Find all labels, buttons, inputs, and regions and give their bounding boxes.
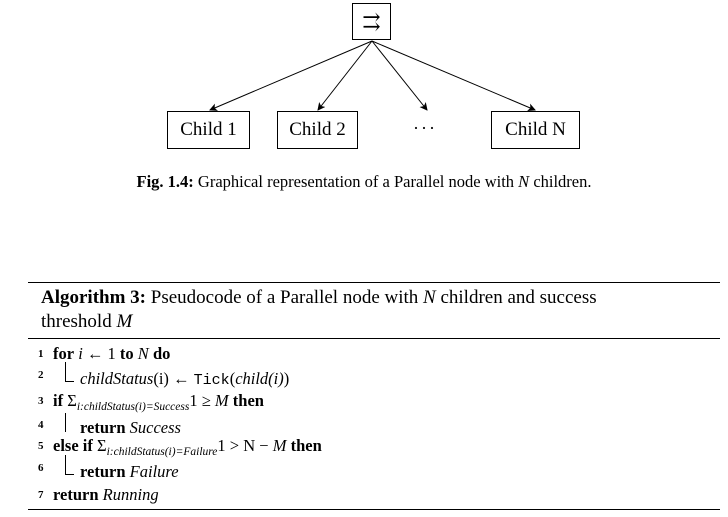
condition-text: 1 > N − xyxy=(217,436,273,455)
edge-child-2 xyxy=(317,40,373,111)
child-node-1: Child 1 xyxy=(167,111,250,149)
paren-open: ( xyxy=(229,369,236,388)
caption-text-after: children. xyxy=(529,172,592,191)
algorithm-line-3: 3 if Σi:childStatus(i)=Success1 ≥ M then xyxy=(28,390,720,414)
algorithm-label: Algorithm 3: xyxy=(41,287,147,308)
keyword-then: then xyxy=(290,436,322,455)
ellipsis: ··· xyxy=(413,118,437,138)
algorithm-title-var-m: M xyxy=(116,311,133,332)
algorithm-line-5: 5 else if Σi:childStatus(i)=Failure1 > N… xyxy=(28,435,720,458)
figure-caption: Fig. 1.4: Graphical representation of a … xyxy=(0,172,728,192)
tick-function: Tick xyxy=(193,372,230,389)
child-node-n: Child N xyxy=(491,111,580,149)
keyword-do: do xyxy=(152,344,171,363)
keyword-return: return xyxy=(80,418,126,437)
line-number: 5 xyxy=(38,440,44,452)
keyword-else-if: else if xyxy=(53,436,93,455)
return-running: Running xyxy=(102,485,159,504)
child-node-2-label: Child 2 xyxy=(289,119,346,140)
keyword-return: return xyxy=(80,462,126,481)
parallel-symbol: ⇉ xyxy=(362,8,381,34)
caption-label: Fig. 1.4: xyxy=(136,172,194,191)
algorithm-title-var-n: N xyxy=(423,287,436,308)
return-success: Success xyxy=(129,418,181,437)
keyword-for: for xyxy=(53,344,75,363)
algorithm-line-1: 1 for i ← 1 to N do xyxy=(28,343,720,364)
child-node-n-label: Child N xyxy=(505,119,566,140)
assign-op: (i) ← xyxy=(153,369,194,388)
sum-symbol: Σ xyxy=(96,436,107,455)
line-number: 1 xyxy=(38,348,44,360)
keyword-if: if xyxy=(53,391,64,410)
var-child-i: child(i) xyxy=(235,369,284,388)
loop-range: ← 1 xyxy=(82,344,120,363)
algorithm-line-7: 7 return Running xyxy=(28,484,720,506)
edge-ellipsis xyxy=(371,40,428,111)
keyword-return: return xyxy=(53,485,99,504)
var-m: M xyxy=(272,436,287,455)
algorithm-line-6: 6 return Failure xyxy=(28,455,720,484)
caption-var: N xyxy=(518,172,530,191)
parallel-root-node: ⇉ xyxy=(352,3,391,40)
sum-symbol: Σ xyxy=(67,391,77,410)
line-number: 7 xyxy=(38,489,44,501)
paren-close: ) xyxy=(283,369,290,388)
sum-subscript-failure: i:childStatus(i)=Failure xyxy=(106,446,218,458)
var-n: N xyxy=(137,344,149,363)
line-number: 6 xyxy=(38,462,44,474)
algorithm-block: Algorithm 3: Pseudocode of a Parallel no… xyxy=(28,282,720,510)
line-number: 4 xyxy=(38,419,44,431)
keyword-to: to xyxy=(119,344,134,363)
algorithm-title-line2: threshold xyxy=(41,311,117,332)
algorithm-line-4: 4 return Success xyxy=(28,413,720,437)
algorithm-title-text: Pseudocode of a Parallel node with xyxy=(146,287,424,308)
var-childstatus: childStatus xyxy=(80,369,154,388)
sum-subscript-success: i:childStatus(i)=Success xyxy=(76,401,190,413)
algorithm-title-text-2: children and success xyxy=(435,287,597,308)
child-node-1-label: Child 1 xyxy=(180,119,237,140)
algorithm-line-2: 2 childStatus(i) ← Tick(child(i)) xyxy=(28,362,720,390)
var-i: i xyxy=(78,344,83,363)
edge-child-1 xyxy=(209,40,373,111)
keyword-then: then xyxy=(232,391,264,410)
child-node-2: Child 2 xyxy=(277,111,358,149)
condition-text: 1 ≥ xyxy=(189,391,215,410)
parallel-node-diagram: ⇉ Child 1 Child 2 ··· Child N xyxy=(0,0,728,160)
diagram-edges xyxy=(209,40,536,111)
return-failure: Failure xyxy=(129,462,179,481)
var-m: M xyxy=(214,391,229,410)
algorithm-title: Algorithm 3: Pseudocode of a Parallel no… xyxy=(28,283,720,338)
edge-child-n xyxy=(371,40,536,111)
line-number: 2 xyxy=(38,369,44,381)
caption-text-before: Graphical representation of a Parallel n… xyxy=(193,172,519,191)
line-number: 3 xyxy=(38,395,44,407)
